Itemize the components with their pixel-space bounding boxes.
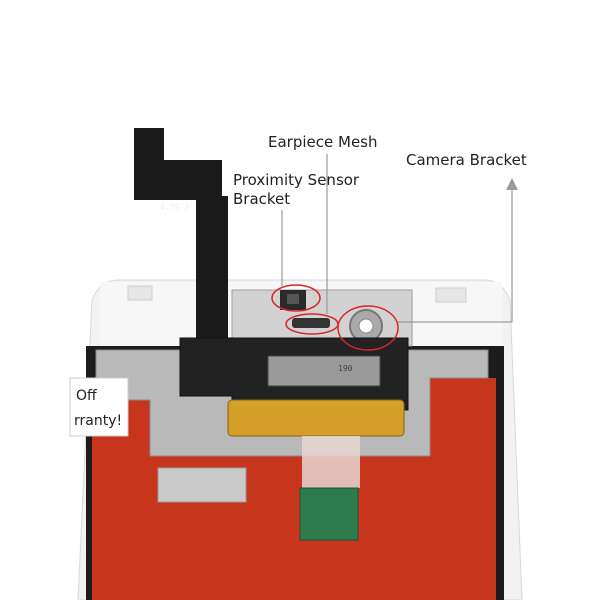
chip-part-code: 190 <box>338 364 353 373</box>
flex-part-code: 4.7S-J <box>160 203 189 212</box>
proximity-sensor-window <box>287 294 299 304</box>
camera-callout-line <box>398 186 513 323</box>
proximity-sensor-bracket-label: Proximity Sensor Bracket <box>233 171 359 209</box>
proximity-callout-circle <box>271 284 321 312</box>
sticker-text-line2: rranty! <box>74 413 123 429</box>
bezel-slot-left <box>127 285 153 301</box>
earpiece-mesh <box>292 318 330 328</box>
camera-callout-circle <box>337 305 399 351</box>
proximity-label-line1: Proximity Sensor <box>233 171 360 189</box>
black-flex-cable <box>134 128 228 340</box>
camera-bracket-label: Camera Bracket <box>406 151 527 169</box>
sticker-text-line1: Off <box>76 388 97 404</box>
camera-callout-arrow <box>506 178 518 190</box>
connector-chip <box>267 355 381 387</box>
clear-ribbon <box>302 436 360 488</box>
grey-tab <box>157 467 247 503</box>
earpiece-mesh-label: Earpiece Mesh <box>268 133 378 151</box>
gold-flex-strip <box>227 399 405 437</box>
bezel-slot-right <box>435 287 467 303</box>
proximity-label-line2: Bracket <box>233 190 291 208</box>
camera-lens <box>358 318 374 334</box>
green-connector-tab <box>299 487 359 541</box>
warranty-sticker <box>69 377 129 437</box>
